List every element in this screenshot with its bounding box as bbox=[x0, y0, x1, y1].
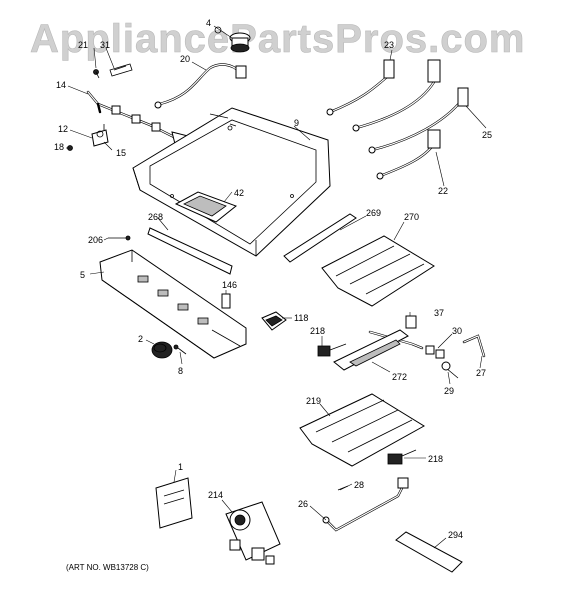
callout-269: 269 bbox=[366, 208, 381, 218]
callout-27: 27 bbox=[476, 368, 486, 378]
callout-206: 206 bbox=[88, 235, 103, 245]
burner-tube-20-part[interactable] bbox=[154, 63, 247, 109]
callout-labels: 21 31 4 20 14 12 18 15 9 42 268 206 5 14… bbox=[54, 18, 492, 540]
callout-5: 5 bbox=[80, 270, 85, 280]
callout-218-lower: 218 bbox=[428, 454, 443, 464]
callout-9: 9 bbox=[294, 118, 299, 128]
shield-219-part[interactable] bbox=[299, 393, 425, 467]
shield-270-part[interactable] bbox=[321, 235, 435, 307]
callout-25: 25 bbox=[482, 130, 492, 140]
lower-tube-part[interactable] bbox=[322, 477, 409, 532]
igniter-tube-part[interactable] bbox=[368, 330, 486, 379]
manual-part[interactable] bbox=[155, 477, 193, 529]
callout-270: 270 bbox=[404, 212, 419, 222]
switch-218-lower-part[interactable] bbox=[387, 449, 417, 465]
knob-part[interactable] bbox=[151, 341, 173, 359]
callout-218-upper: 218 bbox=[310, 326, 325, 336]
callout-12: 12 bbox=[58, 124, 68, 134]
switch-218-upper-part[interactable] bbox=[317, 343, 347, 357]
tube-22-part[interactable] bbox=[376, 129, 441, 180]
strip-294-part[interactable] bbox=[395, 531, 463, 573]
strip-269-part[interactable] bbox=[283, 213, 357, 263]
callout-30: 30 bbox=[452, 326, 462, 336]
switch-118-part[interactable] bbox=[261, 311, 287, 331]
callout-118: 118 bbox=[294, 313, 308, 323]
tube-25-part[interactable] bbox=[368, 87, 469, 154]
callout-18: 18 bbox=[54, 142, 64, 152]
callout-2: 2 bbox=[138, 334, 143, 344]
callout-28: 28 bbox=[354, 480, 364, 490]
callout-1: 1 bbox=[178, 462, 183, 472]
callout-146: 146 bbox=[222, 280, 237, 290]
callout-214: 214 bbox=[208, 490, 223, 500]
callout-26: 26 bbox=[298, 499, 308, 509]
callout-21: 21 bbox=[78, 40, 88, 50]
screw-8-part[interactable] bbox=[173, 344, 187, 355]
clip-37-part[interactable] bbox=[405, 315, 417, 329]
callout-42: 42 bbox=[234, 188, 244, 198]
callout-23: 23 bbox=[384, 40, 394, 50]
burner-valve-part[interactable] bbox=[214, 26, 251, 53]
clip-146-part[interactable] bbox=[221, 293, 231, 309]
callout-37: 37 bbox=[434, 308, 444, 318]
screw-part[interactable] bbox=[93, 69, 100, 79]
callout-268: 268 bbox=[148, 212, 163, 222]
callout-219: 219 bbox=[306, 396, 321, 406]
control-panel-part[interactable] bbox=[99, 249, 247, 359]
leader-lines bbox=[66, 25, 487, 549]
bracket-268-part[interactable] bbox=[147, 227, 233, 275]
orifice-part[interactable] bbox=[109, 63, 133, 77]
callout-15: 15 bbox=[116, 148, 126, 158]
callout-294: 294 bbox=[448, 530, 463, 540]
callout-22: 22 bbox=[438, 186, 448, 196]
bar-272-part[interactable] bbox=[333, 329, 409, 371]
clip-part[interactable] bbox=[91, 124, 109, 147]
callout-272: 272 bbox=[392, 372, 407, 382]
callout-20: 20 bbox=[180, 54, 190, 64]
art-number: (ART NO. WB13728 C) bbox=[66, 563, 149, 572]
callout-29: 29 bbox=[444, 386, 454, 396]
burner-window-part[interactable] bbox=[174, 191, 238, 223]
regulator-valve-part[interactable] bbox=[225, 501, 281, 565]
callout-14: 14 bbox=[56, 80, 66, 90]
callout-8: 8 bbox=[178, 366, 183, 376]
callout-4: 4 bbox=[206, 18, 211, 28]
tube-upper-part[interactable] bbox=[352, 59, 441, 132]
burner-box-part[interactable] bbox=[132, 107, 331, 257]
watermark-text: AppliancePartsPros.com bbox=[30, 17, 526, 61]
tube-23-part[interactable] bbox=[326, 59, 395, 116]
callout-31: 31 bbox=[100, 40, 110, 50]
pin-part[interactable] bbox=[108, 235, 131, 241]
